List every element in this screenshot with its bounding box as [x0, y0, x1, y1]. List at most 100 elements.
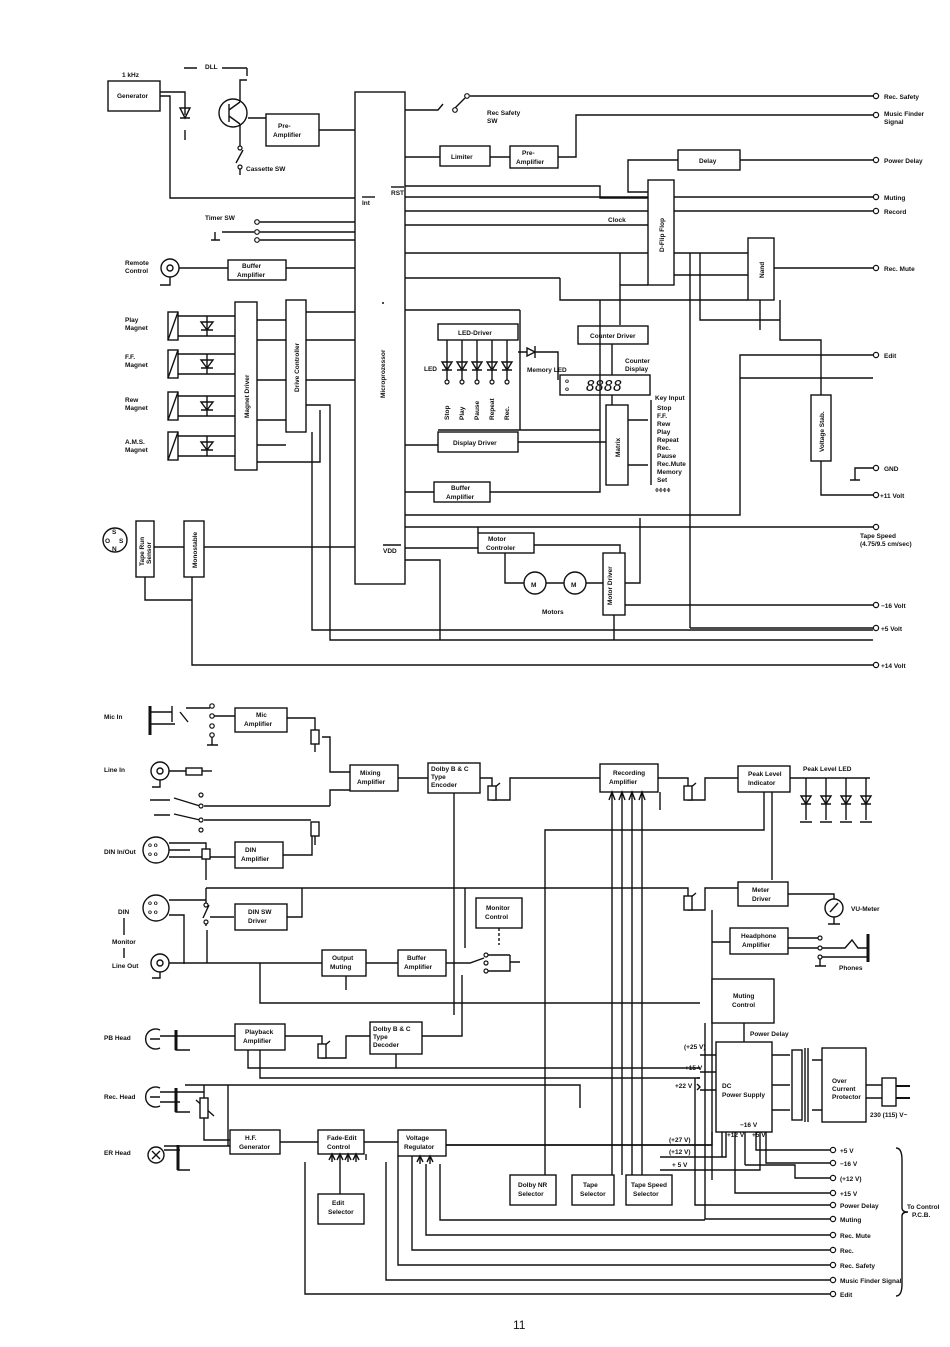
pb-head-icon	[144, 1028, 161, 1050]
mic-in-label: Mic In	[104, 714, 122, 721]
psu-12v-b: (+12 V)	[669, 1149, 691, 1156]
mixing-amp-label-2: Amplifier	[357, 779, 386, 786]
counter-digits: 8888	[586, 377, 622, 395]
remote-jack-icon	[160, 258, 180, 278]
motor-controller-label-2: Controler	[486, 545, 516, 552]
psu-12v: +12 V	[727, 1132, 745, 1139]
bus-rec-mute: Rec. Mute	[840, 1233, 871, 1240]
rec-safety-switch-icon	[405, 97, 466, 111]
dolby-encoder-label-2: Type	[431, 774, 446, 781]
line-in-label: Line In	[104, 767, 125, 774]
output-muting-block	[321, 949, 367, 977]
delay-label: Delay	[699, 158, 717, 165]
magnet-label-2b: Magnet	[125, 362, 149, 369]
recording-amp-block	[599, 763, 659, 793]
dolby-decoder-block	[369, 1021, 423, 1055]
dolby-decoder-label-3: Decoder	[373, 1042, 399, 1049]
out-music-finder: Music Finder	[884, 111, 925, 118]
bus-edit: Edit	[840, 1292, 853, 1299]
mains-label: 230 (115) V~	[870, 1112, 908, 1119]
recording-amp-label-1: Recording	[613, 770, 645, 777]
buffer-amp1-label-2: Amplifier	[237, 272, 266, 279]
transformer-icon	[791, 1048, 822, 1122]
memory-led-label: Memory LED	[527, 367, 567, 374]
key-input-list: Key Input Stop F.F. Rew Play Repeat Rec.…	[655, 395, 686, 494]
buffer-amp-label-2: Amplifier	[404, 964, 433, 971]
counter-display-block	[559, 374, 651, 396]
out-muting: Muting	[884, 195, 905, 202]
dolby-nr-selector-label-2: Selector	[518, 1191, 544, 1198]
headphone-amp-block	[729, 927, 789, 955]
monitor-label: Monitor	[112, 939, 136, 946]
drive-controller-label: Drive Controller	[294, 342, 301, 392]
meter-driver-label-2: Driver	[752, 896, 771, 903]
svg-text:o o: o o	[148, 900, 158, 907]
tape-speed-selector-label-2: Selector	[633, 1191, 659, 1198]
counter-driver-block	[577, 325, 649, 345]
voltage-regulator-block	[397, 1129, 447, 1157]
muting-control-block	[711, 978, 775, 1024]
key-ff: F.F.	[657, 413, 667, 420]
key-recmute: Rec.Mute	[657, 461, 686, 468]
edit-selector-block	[317, 1193, 365, 1225]
playback-amp-label-2: Amplifier	[243, 1038, 272, 1045]
microprocessor-block	[354, 91, 406, 585]
din-sw-driver-label-2: Driver	[248, 918, 267, 925]
tape-run-sensor-label-2: Sensor	[146, 541, 153, 564]
muting-control-label-2: Control	[732, 1002, 755, 1009]
timer-switch-icon	[211, 231, 254, 241]
out-signal: Signal	[884, 119, 904, 126]
tape-speed-selector-label-1: Tape Speed	[631, 1182, 667, 1189]
voltage-regulator-label-1: Voltage	[406, 1135, 429, 1142]
d-flip-flop-label: D-Flip Flop	[659, 218, 666, 252]
buffer-amp2-label-1: Buffer	[451, 485, 471, 492]
bus-power-delay: Power Delay	[840, 1203, 879, 1210]
sos-label-2: O	[105, 538, 110, 545]
generator-freq-label: 1 kHz	[122, 72, 140, 79]
led-name-play: Play	[459, 406, 466, 420]
power-supply-label: Power Supply	[722, 1092, 765, 1099]
vdd-label: VDD	[383, 548, 397, 555]
out-power-delay: Power Delay	[884, 158, 923, 165]
dolby-nr-selector-label-1: Dolby NR	[518, 1182, 548, 1189]
peak-level-indicator-label-1: Peak Level	[748, 771, 782, 778]
limiter-block	[439, 145, 491, 167]
bottom-diagram: Mic In Mic Amplifier Line In Mixing Ampl…	[104, 703, 940, 1299]
svg-text:o: o	[565, 386, 569, 393]
peak-level-indicator-block	[737, 765, 791, 793]
din-amp-label-1: DIN	[245, 847, 257, 854]
din-sw-driver-label-1: DIN SW	[248, 909, 272, 916]
din-in-socket-icon	[142, 836, 170, 864]
motor-driver-label: Motor Driver	[607, 566, 614, 605]
out-11v: +11 Volt	[880, 493, 905, 500]
svg-text:M: M	[571, 582, 576, 589]
sos-label-1: S	[112, 529, 117, 536]
magnet-driver-label: Magnet Driver	[244, 374, 251, 418]
motors-label: Motors	[542, 609, 564, 616]
psu-5v-b: + 5 V	[672, 1162, 688, 1169]
cassette-sw-label: Cassette SW	[246, 166, 286, 173]
key-play: Play	[657, 429, 671, 436]
int-label: Int	[362, 200, 371, 207]
playback-amp-label-1: Playback	[245, 1029, 274, 1036]
motor-controller-block	[477, 532, 535, 554]
buffer-amp-label-1: Buffer	[407, 955, 427, 962]
magnet-label-3a: Rew	[125, 397, 139, 404]
svg-text:o o: o o	[148, 851, 158, 858]
dll-label: DLL	[205, 64, 218, 71]
led-name-rec: Rec.	[504, 406, 511, 420]
led-name-repeat: Repeat	[489, 397, 496, 420]
line-in-jack-icon	[150, 761, 170, 781]
microprocessor-label: Microprozessor	[380, 349, 387, 398]
key-repeat: Repeat	[657, 437, 680, 444]
monitor-control-label-1: Monitor	[486, 905, 510, 912]
output-muting-label-1: Output	[332, 955, 354, 962]
drive-controller-block	[285, 299, 307, 433]
remote-control-label-2: Control	[125, 268, 148, 275]
diode-icon	[178, 107, 192, 120]
meter-driver-label-1: Meter	[752, 887, 770, 894]
svg-text:o o: o o	[148, 909, 158, 916]
display-driver-label: Display Driver	[453, 440, 497, 447]
matrix-block	[605, 404, 629, 486]
dolby-nr-selector-block	[509, 1174, 557, 1206]
